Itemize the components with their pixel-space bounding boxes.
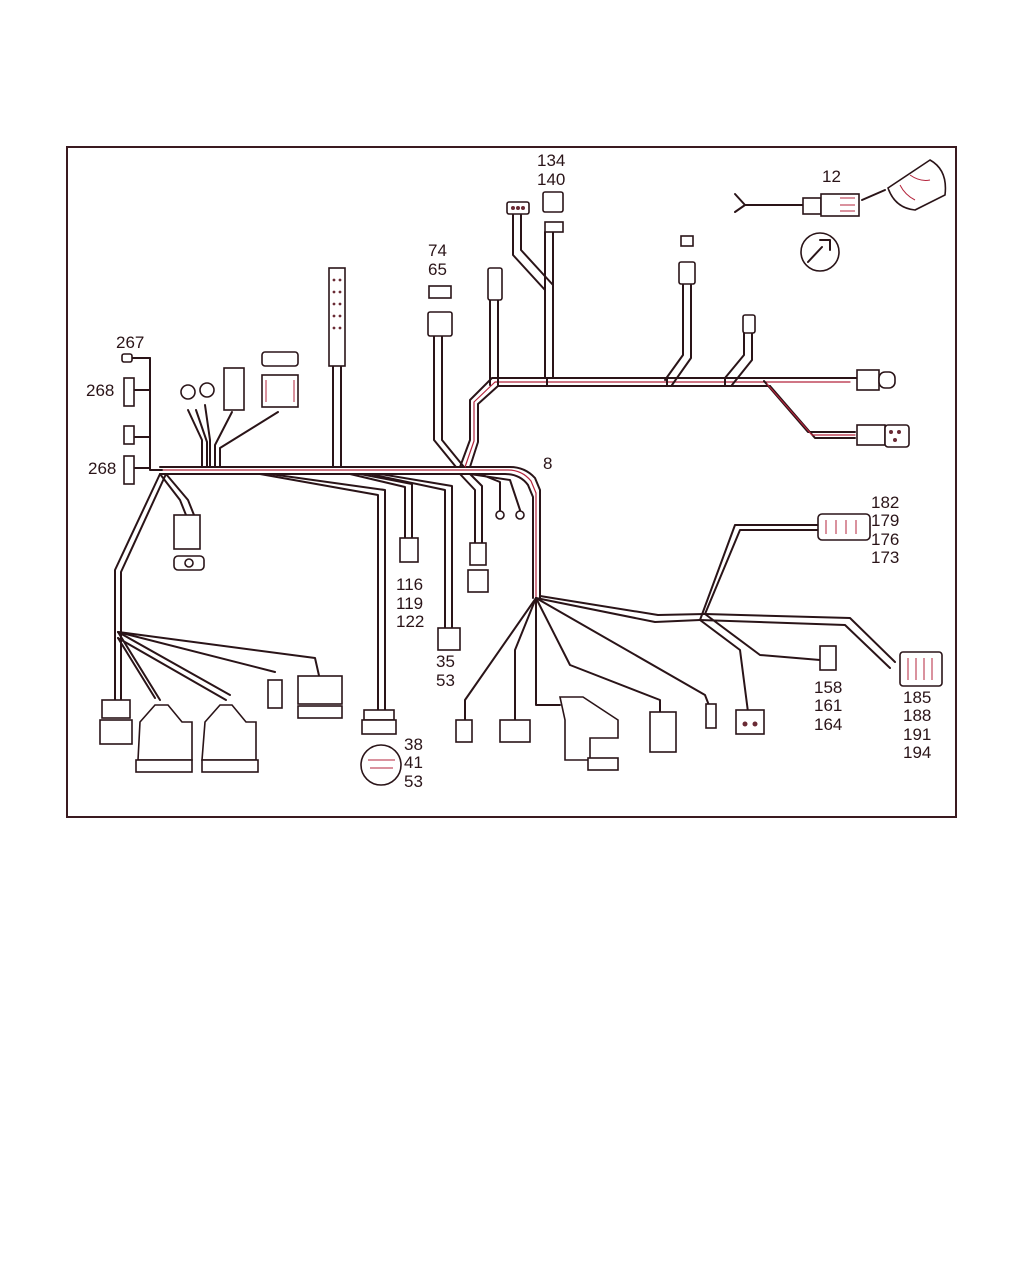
connector-74-65 bbox=[427, 285, 453, 337]
label-35: 35 bbox=[436, 652, 455, 671]
lower-right-fan bbox=[464, 524, 896, 723]
connectors-lower-left bbox=[99, 675, 343, 773]
connector-left-group bbox=[180, 351, 299, 411]
label-194: 194 bbox=[903, 743, 931, 762]
label-53-upper: 53 bbox=[436, 671, 455, 690]
connector-tall bbox=[328, 267, 346, 367]
label-53-lower: 53 bbox=[404, 772, 423, 791]
label-134: 134 bbox=[537, 151, 565, 170]
label-158: 158 bbox=[814, 678, 842, 697]
connectors-middle bbox=[360, 510, 525, 786]
label-191: 191 bbox=[903, 725, 931, 744]
connector-134-140 bbox=[506, 191, 564, 233]
connectors-lower-right bbox=[455, 513, 943, 771]
label-268-lower: 268 bbox=[88, 459, 116, 478]
label-176: 176 bbox=[871, 530, 899, 549]
lower-left-branch bbox=[114, 473, 321, 701]
label-164: 164 bbox=[814, 715, 842, 734]
sensor-cables bbox=[127, 357, 163, 471]
label-122: 122 bbox=[396, 612, 424, 631]
left-riser bbox=[332, 364, 342, 468]
label-38: 38 bbox=[404, 735, 423, 754]
label-140: 140 bbox=[537, 170, 565, 189]
branch-74-65 bbox=[433, 334, 465, 468]
label-268-upper: 268 bbox=[86, 381, 114, 400]
part-number-labels: 12 134 140 74 65 267 268 268 8 182 179 1… bbox=[86, 151, 931, 791]
diagram-frame bbox=[66, 146, 957, 818]
label-267: 267 bbox=[116, 333, 144, 352]
label-185: 185 bbox=[903, 688, 931, 707]
main-trunk bbox=[159, 466, 541, 599]
left-connector-wires bbox=[187, 404, 279, 468]
label-8: 8 bbox=[543, 454, 552, 473]
connector-right-upper bbox=[856, 369, 910, 448]
label-182: 182 bbox=[871, 493, 899, 512]
label-179: 179 bbox=[871, 511, 899, 530]
label-116: 116 bbox=[396, 575, 423, 594]
connector-mid-left bbox=[173, 514, 205, 571]
sensor-12 bbox=[734, 159, 947, 272]
sensors-267-268 bbox=[121, 353, 135, 485]
label-173: 173 bbox=[871, 548, 899, 567]
label-188: 188 bbox=[903, 706, 931, 725]
label-65: 65 bbox=[428, 260, 447, 279]
label-41: 41 bbox=[404, 753, 423, 772]
label-119: 119 bbox=[396, 594, 423, 613]
label-12: 12 bbox=[822, 167, 841, 186]
connector-top-small bbox=[487, 235, 756, 334]
middle-branches bbox=[259, 473, 521, 713]
label-161: 161 bbox=[814, 696, 842, 715]
upper-right-branch bbox=[459, 214, 861, 468]
label-74: 74 bbox=[428, 241, 447, 260]
